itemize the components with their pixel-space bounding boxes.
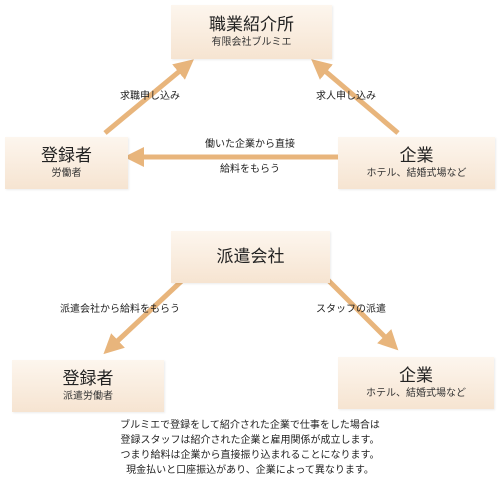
label-middle-line2: 給料をもらう [220,164,280,175]
company-title-bottom: 企業 [399,366,433,386]
worker-subtitle-top: 労働者 [51,168,82,179]
agency-box: 職業紹介所 有限会社ブルミエ [171,5,332,59]
worker-title-top: 登録者 [41,146,92,166]
arrow-worker-to-agency [103,59,194,135]
explanation-note: ブルミエで登録をして紹介された企業で仕事をした場合は 登録スタッフは紹介された企… [40,418,460,478]
label-job-application: 求職申し込み [120,91,180,102]
note-line-2: 登録スタッフは紹介された企業と雇用関係が成立します。 [120,435,380,446]
company-box-top: 企業 ホテル、結婚式場など [338,137,495,189]
label-staff-dispatch: スタッフの派遣 [316,304,386,315]
company-subtitle-top: ホテル、結婚式場など [366,168,467,179]
note-line-4: 現金払いと口座振込があり、企業によって異なります。 [126,465,374,476]
note-line-1: ブルミエで登録をして紹介された企業で仕事をした場合は [120,420,380,431]
company-title-top: 企業 [399,146,434,166]
agency-subtitle: 有限会社ブルミエ [211,37,292,48]
arrow-company-to-agency [311,59,400,135]
worker-box-top: 登録者 労働者 [5,137,128,189]
company-box-bottom: 企業 ホテル、結婚式場など [338,357,494,409]
agency-title: 職業紹介所 [209,15,294,35]
label-job-offer: 求人申し込み [316,91,376,102]
dispatch-title: 派遣会社 [216,247,285,267]
worker-subtitle-bottom: 派遣労働者 [63,391,113,402]
dispatch-box: 派遣会社 [171,231,330,283]
worker-box-bottom: 登録者 派遣労働者 [12,360,164,412]
note-line-3: つまり給料は企業から直接振り込まれることになります。 [120,450,380,461]
label-salary-from-dispatch: 派遣会社から給料をもらう [60,304,180,315]
worker-title-bottom: 登録者 [62,369,114,389]
arrow-dispatch-to-worker [103,273,190,355]
label-middle-line1: 働いた企業から直接 [205,139,295,150]
company-subtitle-bottom: ホテル、結婚式場など [366,388,466,399]
arrow-dispatch-to-company [316,268,399,351]
